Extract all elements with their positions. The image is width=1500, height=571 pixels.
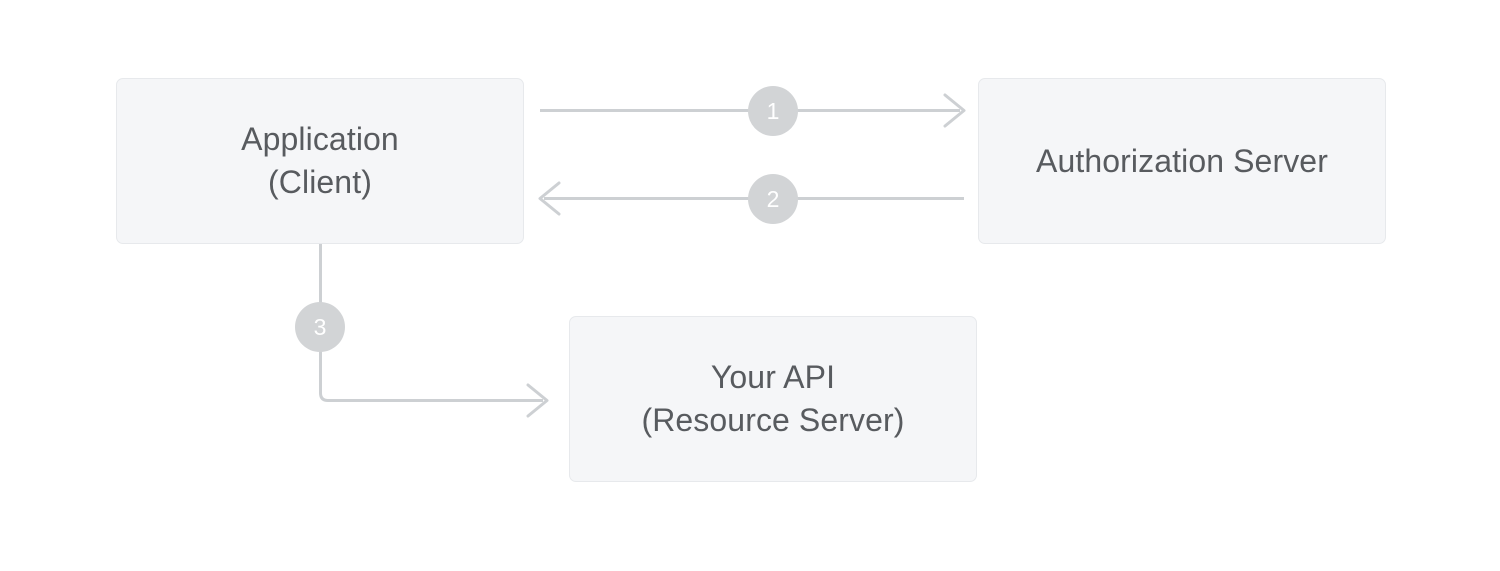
step-badge-2-number: 2 (766, 185, 780, 212)
node-your-api-label: Your API (Resource Server) (641, 359, 905, 438)
node-authorization-server[interactable]: Authorization Server (978, 78, 1386, 244)
step-badge-3[interactable]: 3 (295, 302, 345, 352)
arrowhead-left-step-2 (538, 181, 561, 216)
node-your-api[interactable]: Your API (Resource Server) (569, 316, 977, 482)
node-application[interactable]: Application (Client) (116, 78, 524, 244)
step-badge-2[interactable]: 2 (748, 174, 798, 224)
node-authorization-server-label: Authorization Server (1036, 142, 1328, 179)
connector-step-3 (319, 244, 549, 418)
arrowhead-right-step-1 (943, 93, 966, 128)
step-badge-1-number: 1 (766, 97, 780, 124)
node-application-label: Application (Client) (241, 121, 399, 200)
step-badge-1[interactable]: 1 (748, 86, 798, 136)
connector-step-3-line (319, 244, 543, 402)
step-badge-3-number: 3 (313, 313, 327, 340)
arrowhead-right-step-3 (526, 383, 549, 418)
